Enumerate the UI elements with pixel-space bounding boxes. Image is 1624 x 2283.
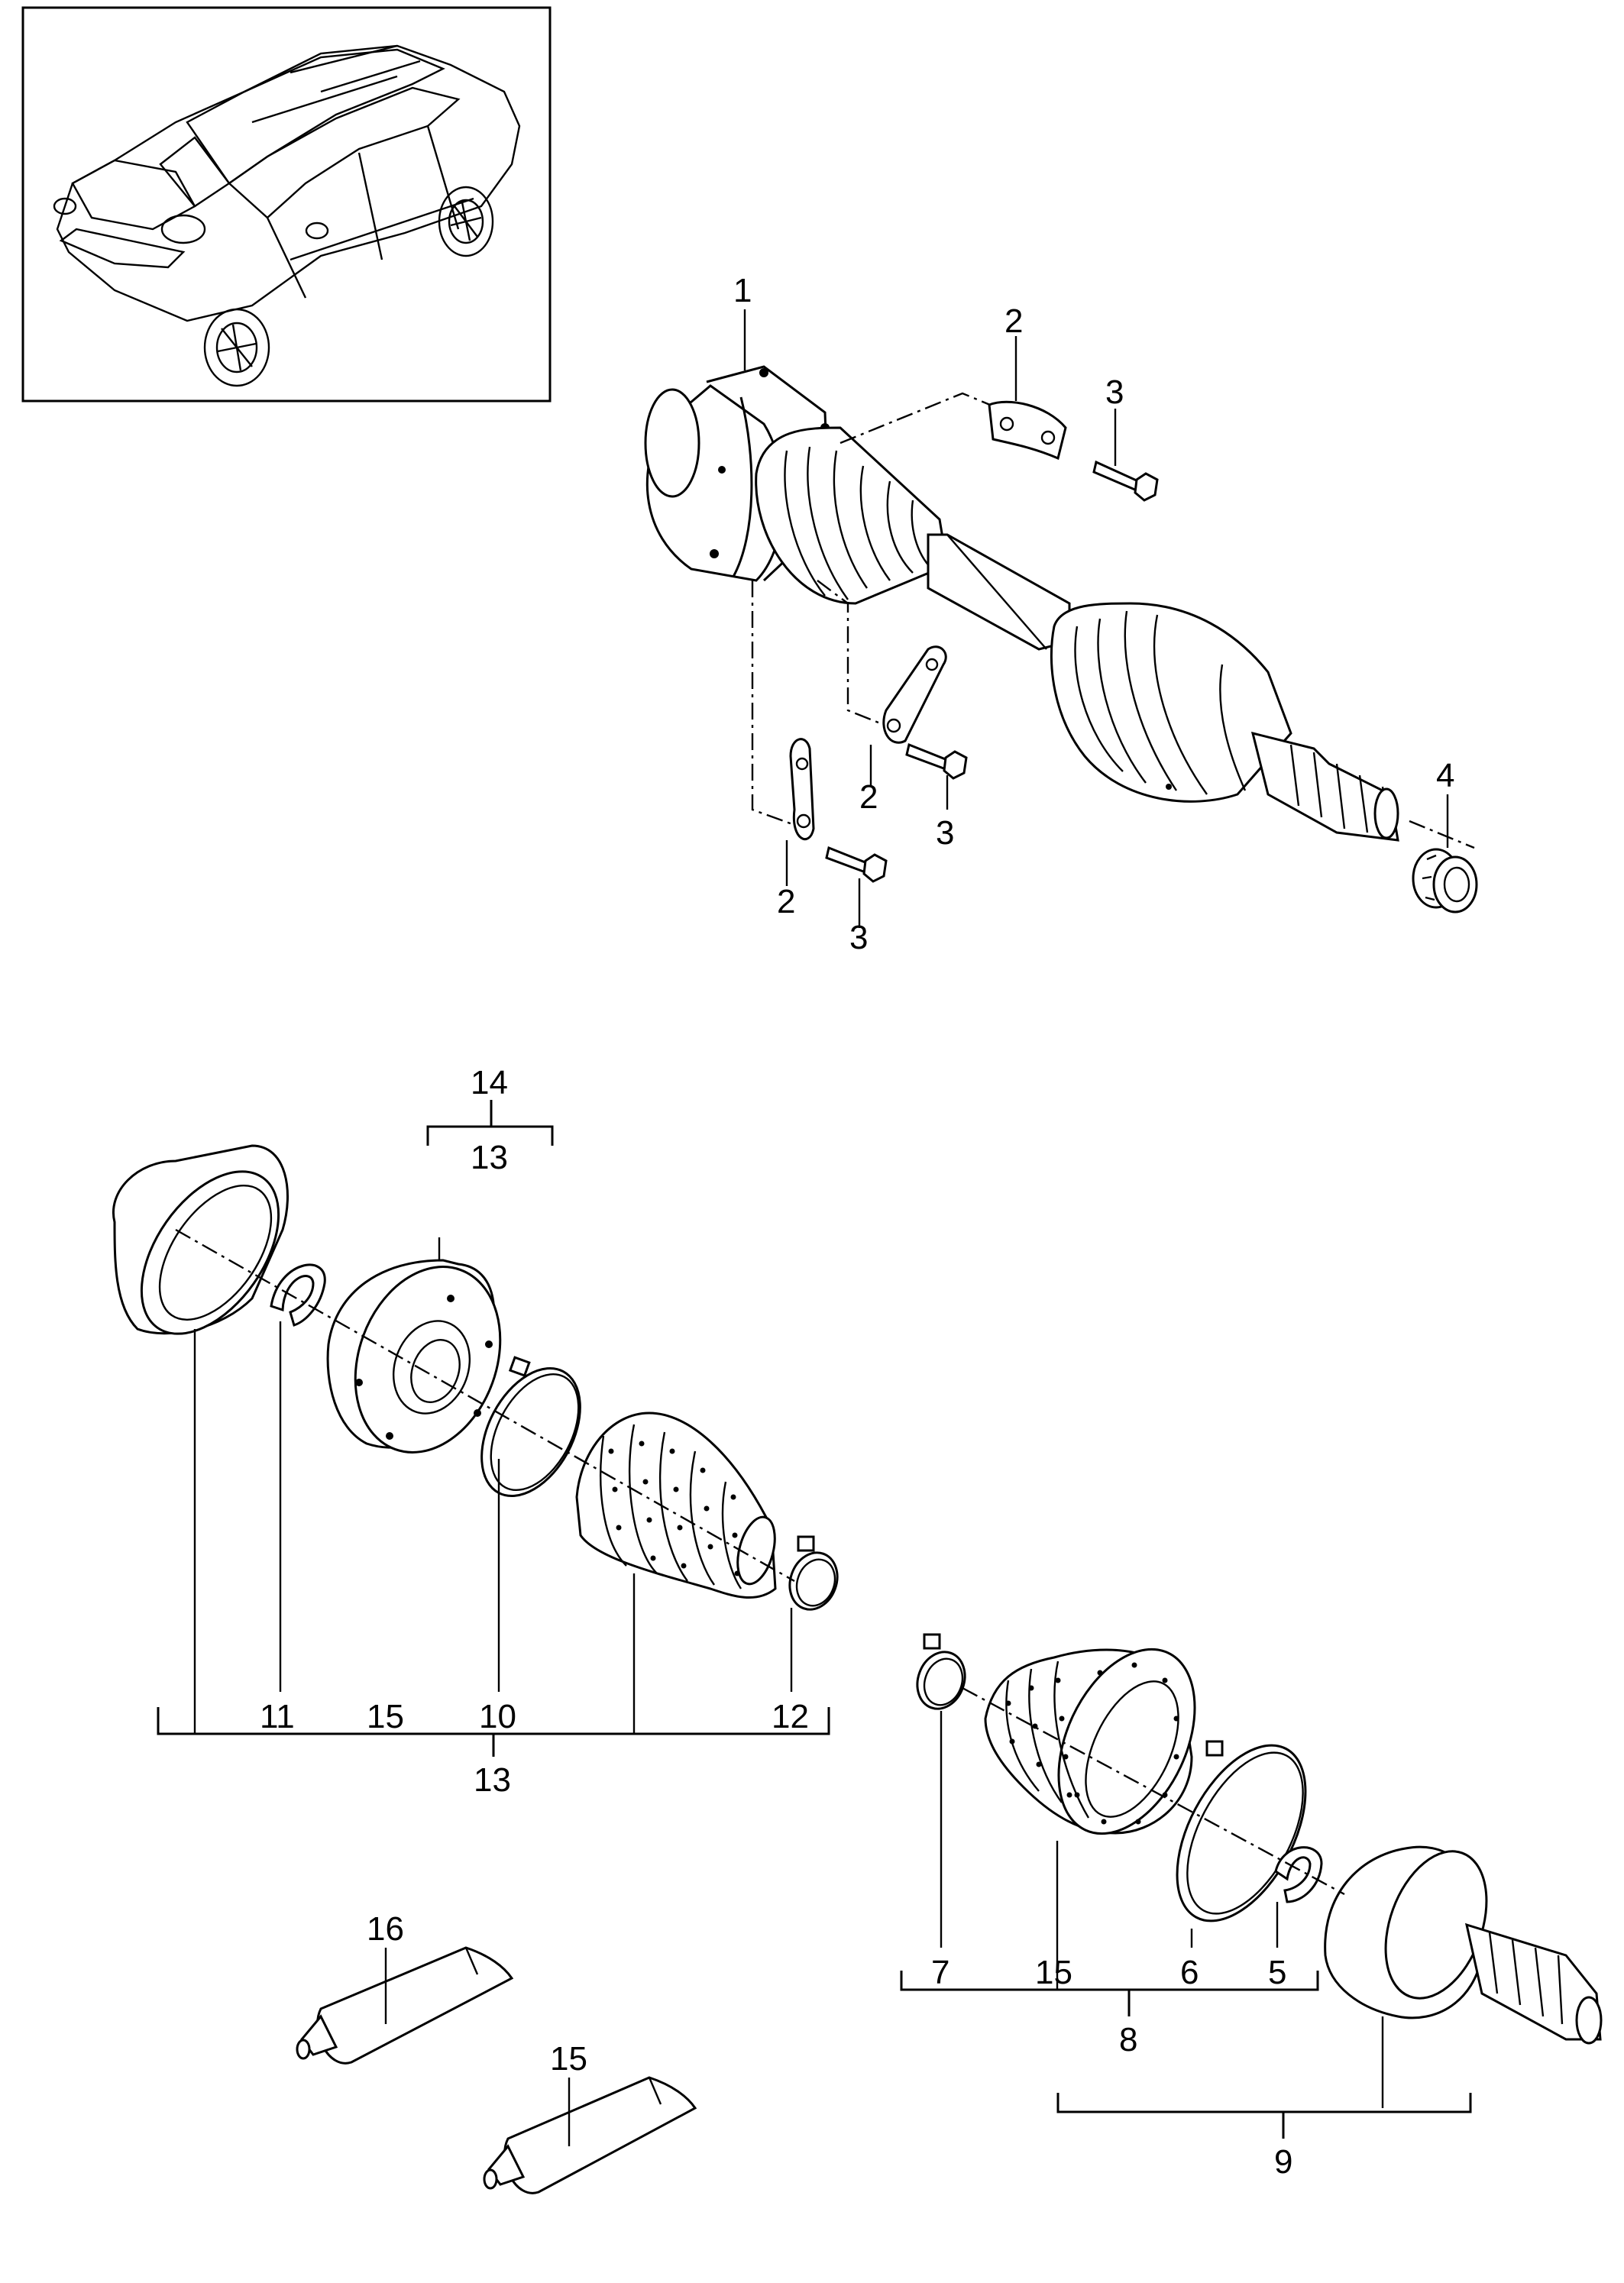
inner-joint-kit <box>112 1100 839 1757</box>
callout-1: 1 <box>733 272 752 309</box>
callout-14: 14 <box>471 1064 508 1101</box>
callout-7: 7 <box>931 1954 949 1991</box>
callout-3-top: 3 <box>1105 373 1124 411</box>
callout-4: 4 <box>1436 757 1454 794</box>
callout-9: 9 <box>1274 2143 1292 2181</box>
callout-11: 11 <box>260 1698 295 1735</box>
callout-15-tube: 15 <box>550 2040 587 2078</box>
callout-6: 6 <box>1180 1954 1199 1991</box>
fastening-bolts <box>825 460 1159 883</box>
callout-15-inner: 15 <box>367 1698 404 1735</box>
callout-2-top: 2 <box>1004 302 1023 340</box>
upper-callout-leaders <box>743 309 1449 928</box>
callout-3-low: 3 <box>849 919 868 956</box>
callout-5: 5 <box>1268 1954 1286 1991</box>
callout-15-outer: 15 <box>1035 1954 1072 1991</box>
callout-13-bottom: 13 <box>474 1761 511 1799</box>
callout-12: 12 <box>772 1698 809 1735</box>
callout-8: 8 <box>1119 2021 1137 2058</box>
callout-16: 16 <box>367 1910 404 1948</box>
fastening-plates <box>789 400 1067 841</box>
drive-shaft-assembly <box>644 365 1475 849</box>
callout-labels: 1 2 3 2 3 2 3 4 14 13 11 15 10 12 13 16 … <box>260 272 1454 2181</box>
callout-2-mid: 2 <box>859 778 878 816</box>
callout-3-mid: 3 <box>936 814 954 852</box>
collar-nut <box>1412 848 1478 914</box>
callout-2-low: 2 <box>777 883 795 920</box>
callout-10: 10 <box>479 1698 516 1735</box>
grease-tube-icon-b <box>483 2076 697 2194</box>
grease-tube-icon-a <box>296 1946 514 2065</box>
callout-13-top: 13 <box>471 1139 508 1176</box>
vehicle-thumbnail <box>21 6 552 403</box>
suv-vehicle-icon <box>53 44 521 387</box>
outer-joint-kit <box>900 1633 1603 2139</box>
